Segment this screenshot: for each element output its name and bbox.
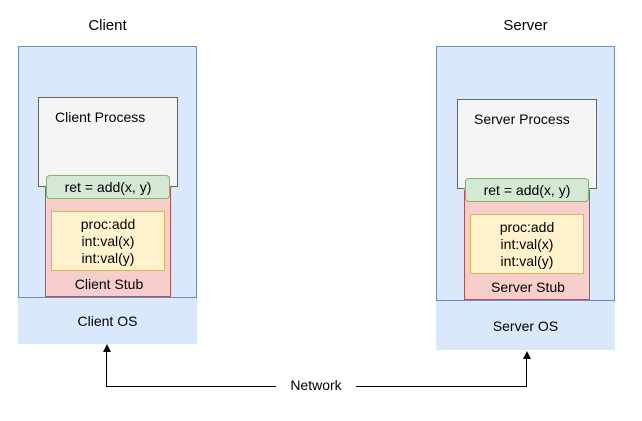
client-os-label: Client OS (77, 313, 138, 329)
client-param-0: proc:add (80, 215, 136, 232)
server-os-label: Server OS (492, 317, 559, 334)
network-left-vertical (106, 352, 107, 386)
network-right-arrow-icon (523, 351, 531, 359)
server-process-label: Server Process (474, 111, 570, 127)
client-param-1: int:val(x) (81, 232, 135, 249)
server-param-0: proc:add (499, 218, 555, 235)
server-process-box: Server Process (457, 99, 597, 189)
client-process-box: Client Process (38, 97, 178, 187)
server-os-box: Server OS (436, 300, 615, 350)
server-param-2: int:val(y) (500, 252, 554, 269)
client-process-label: Client Process (55, 109, 146, 125)
server-title: Server (503, 17, 548, 34)
client-title: Client (88, 17, 127, 34)
server-stub-label: Server Stub (491, 279, 565, 295)
client-call-box: ret = add(x, y) (46, 175, 170, 199)
client-param-2: int:val(y) (81, 249, 135, 266)
client-os-box: Client OS (18, 297, 197, 344)
network-label: Network (276, 377, 356, 393)
client-params-box: proc:add int:val(x) int:val(y) (51, 211, 165, 271)
server-params-box: proc:add int:val(x) int:val(y) (470, 214, 584, 274)
network-left-arrow-icon (103, 344, 111, 352)
server-call-box: ret = add(x, y) (465, 178, 589, 202)
server-param-1: int:val(x) (500, 235, 554, 252)
network-right-vertical (526, 359, 527, 386)
client-stub-label: Client Stub (74, 276, 144, 292)
